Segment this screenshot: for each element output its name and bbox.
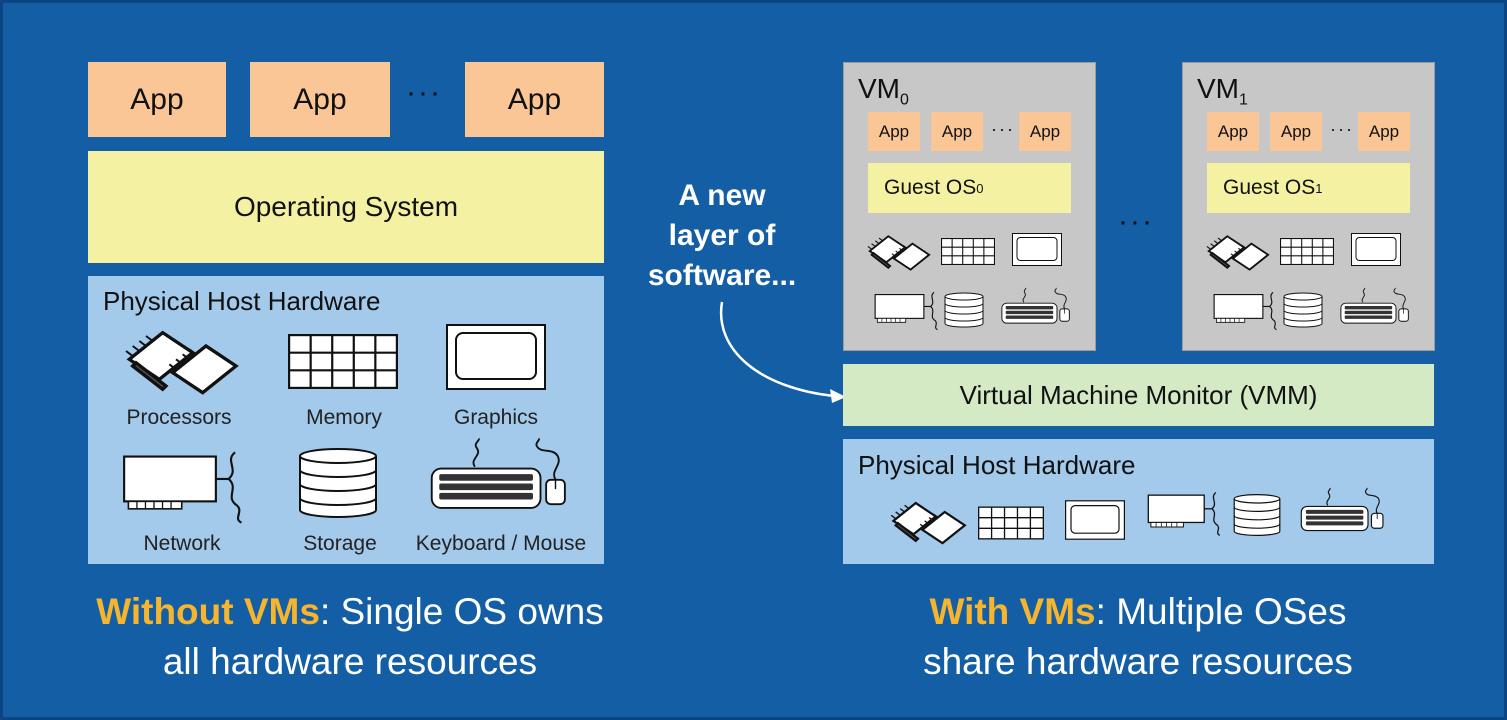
annotation-line-1: A new	[678, 179, 766, 212]
vm-1-graphics-icon	[1351, 228, 1401, 271]
graphics-label: Graphics	[453, 406, 539, 429]
keyboard-mouse-label: Keyboard / Mouse	[415, 532, 587, 555]
graphics-icon	[446, 324, 546, 390]
right-keyboard-mouse-icon	[1299, 479, 1391, 543]
vm-0-keyboard-mouse-icon	[1000, 281, 1076, 333]
storage-label: Storage	[303, 532, 377, 555]
annotation-arrow	[719, 301, 846, 403]
annotation-line-2: layer of	[668, 219, 776, 252]
vm-1-memory-icon	[1280, 233, 1334, 270]
vm-1-keyboard-mouse-icon	[1339, 281, 1415, 333]
vm-0-network-icon	[874, 285, 942, 337]
memory-label: Memory	[306, 406, 382, 429]
vm-0-app-3: App	[1019, 112, 1071, 151]
right-caption: With VMs: Multiple OSes share hardware r…	[818, 587, 1458, 687]
network-icon	[122, 450, 250, 525]
keyboard-mouse-icon	[428, 438, 578, 514]
network-label: Network	[143, 532, 221, 555]
operating-system-layer: Operating System	[88, 151, 604, 263]
left-caption-line1: : Single OS owns	[319, 591, 604, 632]
vm-0-storage-icon	[944, 289, 984, 331]
left-caption: Without VMs: Single OS owns all hardware…	[30, 587, 670, 687]
right-caption-line2: share hardware resources	[923, 641, 1353, 682]
left-physical-host-hardware: Physical Host Hardware Processors Memory…	[88, 276, 604, 564]
left-apps-ellipsis: ···	[406, 76, 442, 109]
right-processors-icon	[889, 497, 967, 547]
vm-1-apps-ellipsis: ···	[1330, 119, 1354, 139]
right-graphics-icon	[1065, 494, 1125, 546]
left-app-2: App	[250, 62, 390, 137]
storage-icon	[298, 448, 378, 518]
left-caption-highlight: Without VMs	[96, 591, 320, 632]
right-physical-host-hardware: Physical Host Hardware	[843, 439, 1434, 564]
new-layer-annotation: A new layer of software...	[622, 176, 822, 296]
vm-1-app-1: App	[1207, 112, 1259, 151]
vm-0-memory-icon	[941, 233, 995, 270]
right-caption-highlight: With VMs	[929, 591, 1096, 632]
vm-0-title: VM0	[858, 73, 909, 109]
vm-0-apps-ellipsis: ···	[991, 119, 1015, 139]
right-network-icon	[1147, 484, 1225, 544]
right-storage-icon	[1233, 489, 1281, 541]
right-hardware-title: Physical Host Hardware	[858, 450, 1136, 480]
left-app-1: App	[88, 62, 226, 137]
left-app-3: App	[465, 62, 604, 137]
vm-0-graphics-icon	[1012, 228, 1062, 271]
vm-1-storage-icon	[1283, 289, 1323, 331]
vm-1-title: VM1	[1197, 73, 1248, 109]
left-hardware-title: Physical Host Hardware	[103, 286, 381, 316]
vm-0-app-1: App	[868, 112, 920, 151]
processors-icon	[116, 326, 246, 396]
vm-1-network-icon	[1213, 285, 1281, 337]
right-caption-line1: : Multiple OSes	[1095, 591, 1347, 632]
vm-1-processors-icon	[1205, 231, 1270, 273]
annotation-line-3: software...	[647, 259, 797, 292]
vmm-layer: Virtual Machine Monitor (VMM)	[843, 364, 1434, 426]
processors-label: Processors	[126, 406, 232, 429]
left-caption-line2: all hardware resources	[162, 641, 538, 682]
between-vms-ellipsis: ···	[1118, 205, 1154, 238]
vm-1-app-3: App	[1358, 112, 1410, 151]
vm-1-app-2: App	[1270, 112, 1322, 151]
right-memory-icon	[978, 501, 1044, 545]
memory-icon	[288, 334, 398, 389]
vm-0-processors-icon	[866, 231, 931, 273]
vm-0-app-2: App	[931, 112, 983, 151]
